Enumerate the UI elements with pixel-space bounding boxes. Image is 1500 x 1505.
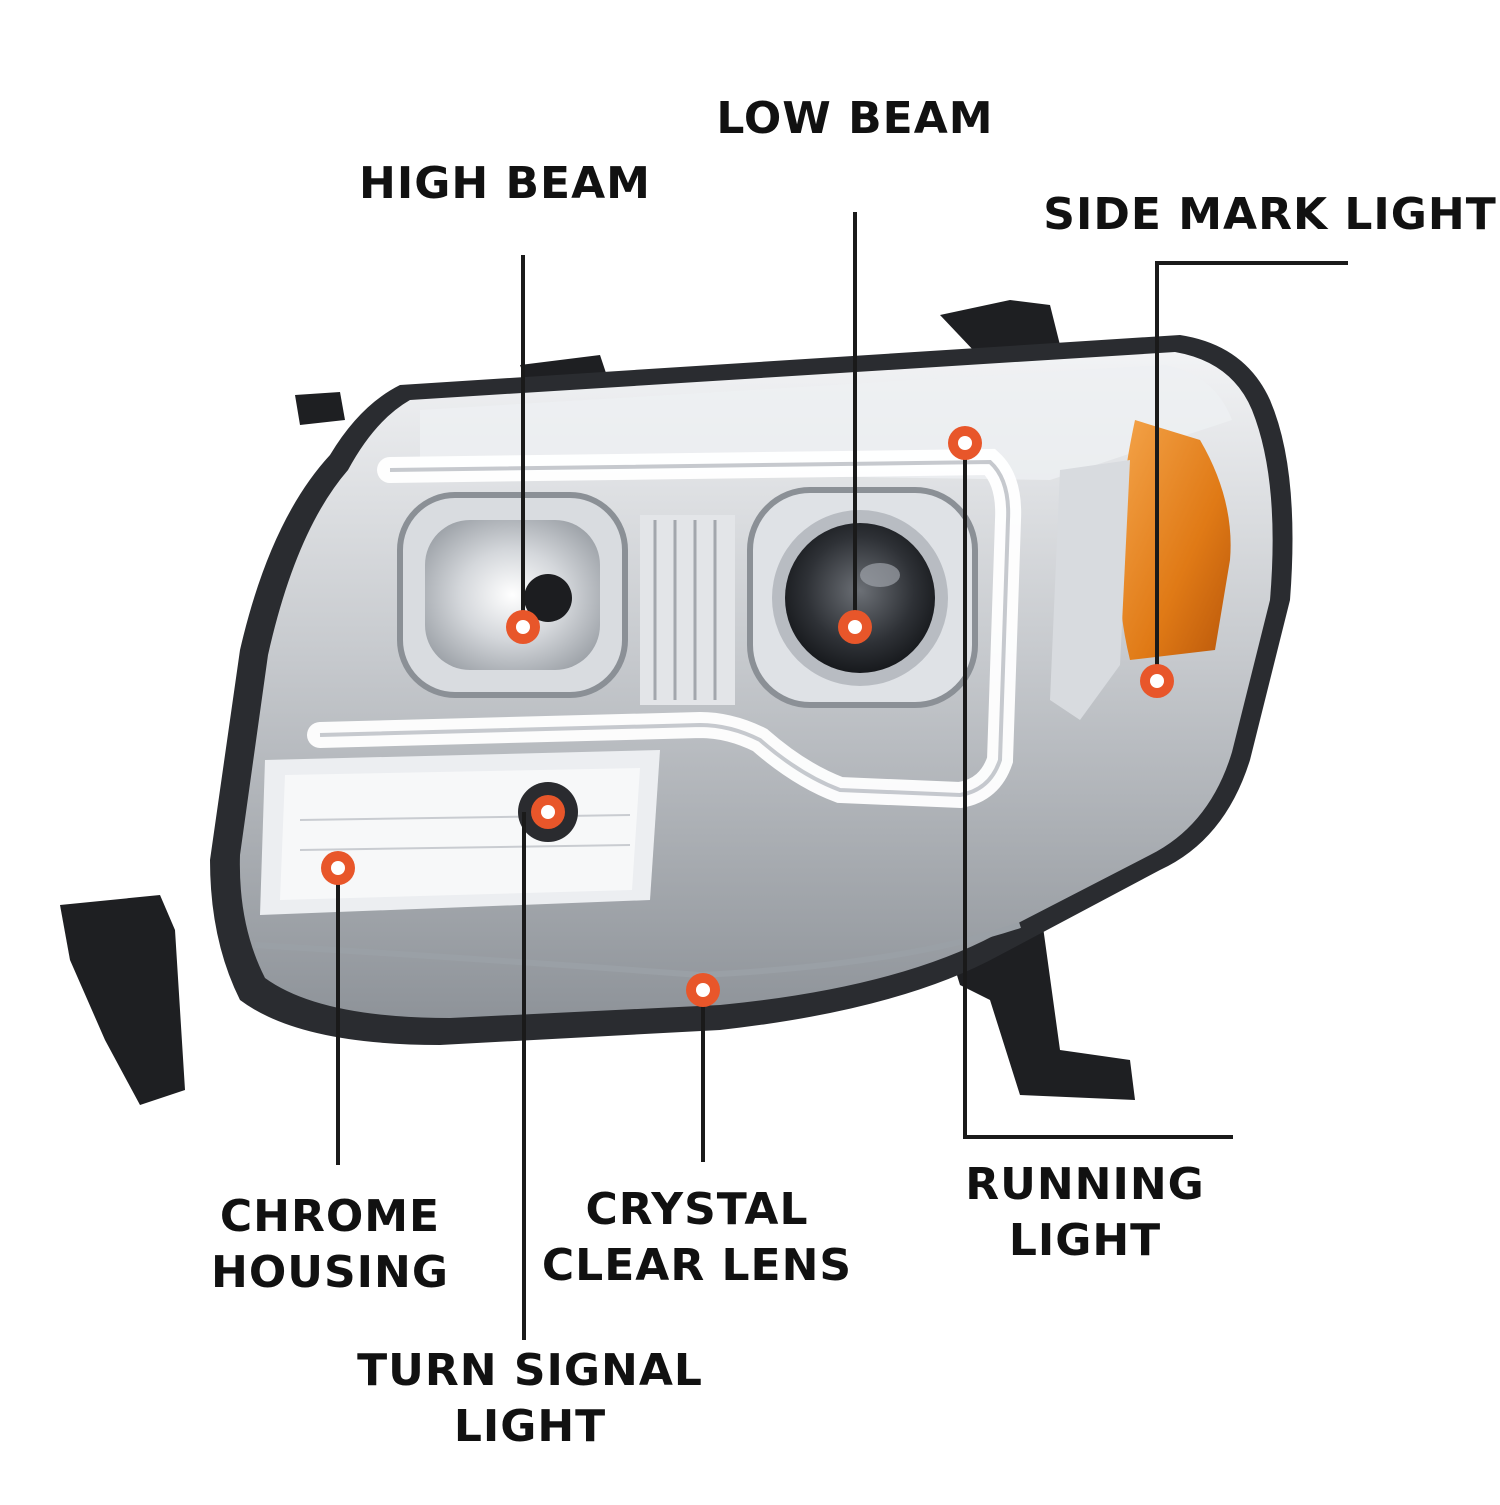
headlight-housing xyxy=(210,335,1293,1045)
lower-trim xyxy=(254,922,1021,979)
side-mark-light-label: SIDE MARK LIGHT xyxy=(1043,189,1497,240)
chrome-housing-label-line1: CHROME xyxy=(219,1191,441,1242)
side-mark-leader xyxy=(1155,261,1348,681)
running-light-label-line2: LIGHT xyxy=(1008,1215,1162,1266)
crystal-lens-marker xyxy=(686,973,720,1007)
leader-lines xyxy=(336,212,1348,1340)
high-beam-reflector xyxy=(397,492,628,698)
side-mark-marker xyxy=(1140,664,1174,698)
callout-markers xyxy=(321,426,1174,1007)
running-light-label-line1: RUNNING xyxy=(965,1159,1205,1210)
chrome-housing-marker xyxy=(321,851,355,885)
running-light-bar xyxy=(307,448,1022,809)
low-beam-projector xyxy=(747,487,978,708)
center-reflector-fins xyxy=(640,515,735,705)
low-beam-marker xyxy=(838,610,872,644)
high-beam-label: HIGH BEAM xyxy=(359,158,651,209)
side-marker-lens xyxy=(1050,420,1231,720)
turn-signal-label-line2: LIGHT xyxy=(453,1401,607,1452)
running-light-marker xyxy=(948,426,982,460)
high-beam-marker xyxy=(506,610,540,644)
running-light-leader xyxy=(963,443,1233,1139)
low-beam-label: LOW BEAM xyxy=(716,93,994,144)
turn-signal-lens xyxy=(260,750,660,915)
turn-signal-marker xyxy=(531,795,565,829)
chrome-housing-label-line2: HOUSING xyxy=(211,1247,449,1298)
crystal-lens-label-line2: CLEAR LENS xyxy=(541,1240,853,1291)
crystal-lens-label-line1: CRYSTAL xyxy=(585,1184,809,1235)
turn-signal-label-line1: TURN SIGNAL xyxy=(357,1345,703,1396)
